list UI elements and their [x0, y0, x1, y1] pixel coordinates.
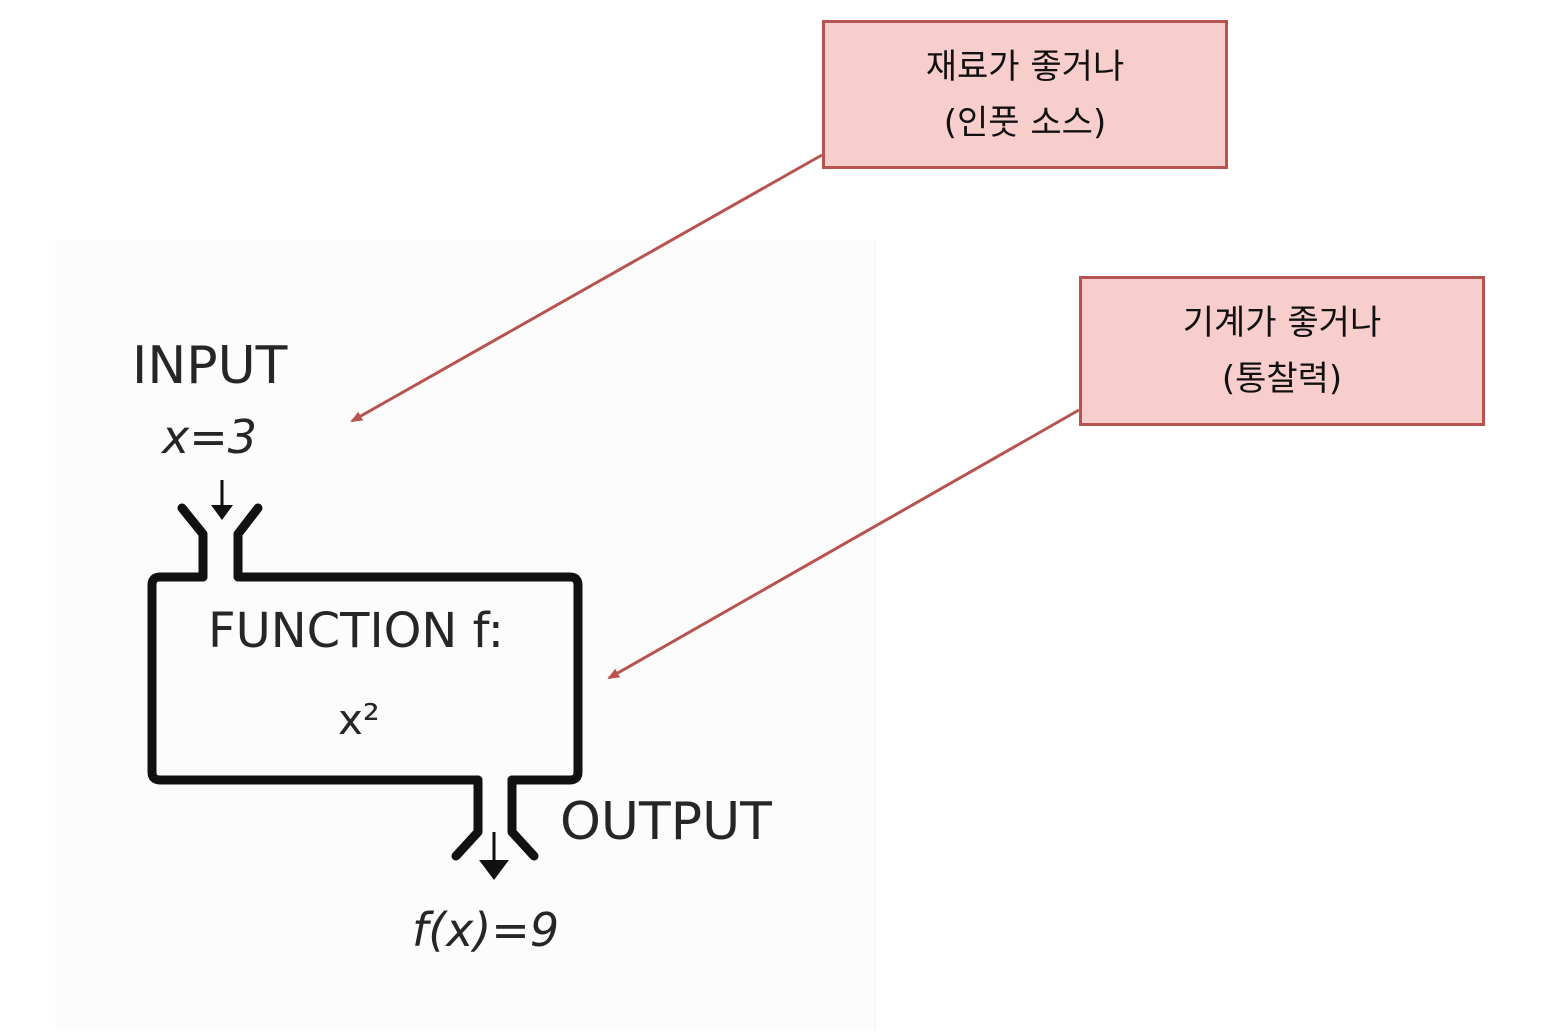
function-machine-body: [147, 572, 583, 785]
callout-input-source-line1: 재료가 좋거나: [925, 46, 1125, 87]
connector-arrow-input: [350, 153, 823, 423]
input-value: x=3: [162, 410, 258, 464]
output-funnel: [451, 775, 539, 861]
function-label: FUNCTION f:: [208, 603, 504, 659]
input-arrow-head: [211, 505, 233, 520]
output-value: f(x)=9: [412, 903, 560, 957]
callout-input-source: 재료가 좋거나 (인풋 소스): [822, 20, 1228, 169]
output-arrow-head: [479, 860, 509, 880]
input-funnel: [177, 503, 263, 582]
output-label: OUTPUT: [560, 792, 772, 852]
connector-arrow-function: [607, 408, 1080, 680]
callout-insight-line2: (통찰력): [1221, 359, 1343, 399]
callout-insight: 기계가 좋거나 (통찰력): [1079, 276, 1485, 426]
callout-input-source-line2: (인풋 소스): [943, 102, 1107, 143]
function-machine-panel: [55, 240, 876, 1030]
function-expression: x²: [338, 695, 380, 744]
callout-insight-line1: 기계가 좋거나: [1182, 303, 1382, 343]
input-label: INPUT: [132, 336, 288, 396]
